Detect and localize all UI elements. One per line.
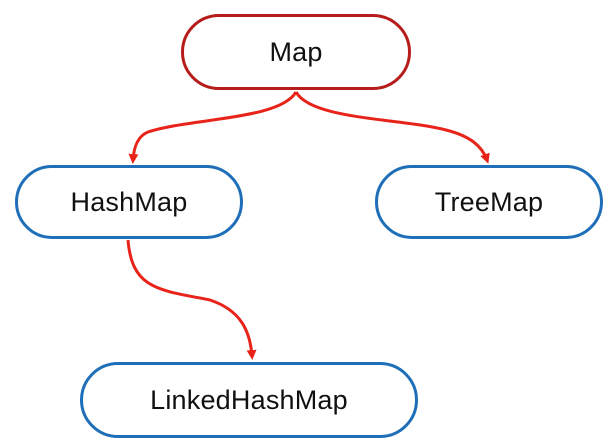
node-linkedhashmap: LinkedHashMap bbox=[80, 362, 418, 438]
node-hashmap: HashMap bbox=[15, 165, 243, 239]
node-map-label: Map bbox=[269, 36, 323, 67]
node-hashmap-label: HashMap bbox=[70, 186, 188, 217]
node-treemap-label: TreeMap bbox=[434, 186, 544, 217]
edge-hashmap-to-linkedhashmap bbox=[126, 239, 257, 360]
edge-map-to-treemap bbox=[294, 91, 490, 164]
edge-map-to-hashmap bbox=[128, 91, 298, 164]
node-linkedhashmap-label: LinkedHashMap bbox=[150, 384, 348, 415]
node-map: Map bbox=[181, 14, 411, 90]
node-treemap: TreeMap bbox=[375, 165, 603, 239]
